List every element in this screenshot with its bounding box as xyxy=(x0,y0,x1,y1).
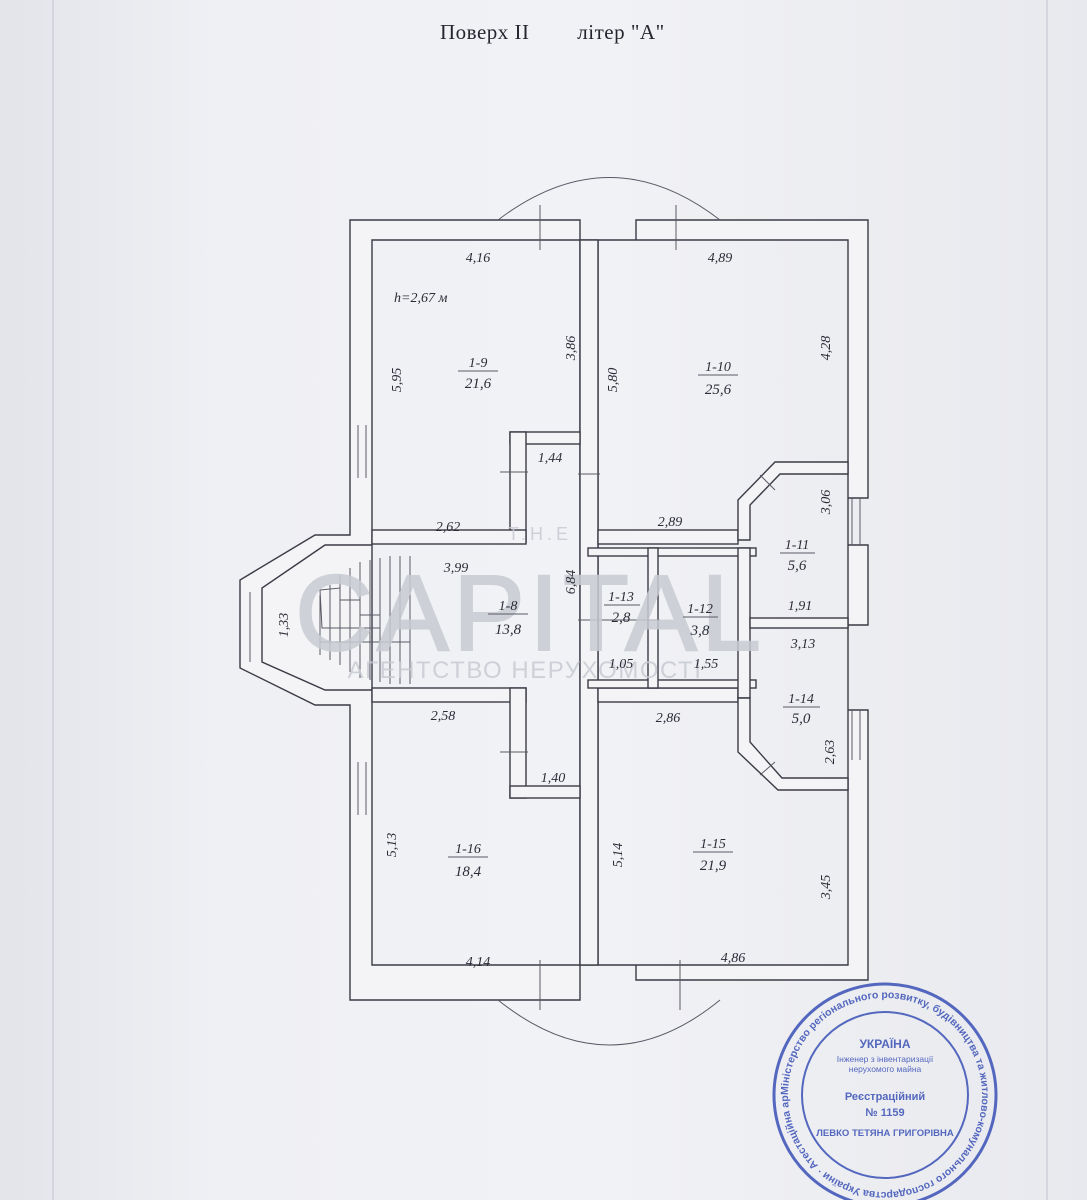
exterior-walls xyxy=(239,219,869,1001)
staircase xyxy=(249,544,411,691)
stair-steps xyxy=(319,556,411,684)
watermark: T.H.E CAPITAL АГЕНТСТВО НЕРУХОМОСТІ xyxy=(294,524,765,684)
room-id: 1-9 xyxy=(469,356,488,371)
wall-segment xyxy=(509,785,581,799)
room-id: 1-16 xyxy=(455,842,481,857)
dimension-label: 4,28 xyxy=(819,336,834,361)
wall-segment xyxy=(749,617,849,629)
room-id: 1-10 xyxy=(705,360,731,375)
room-id: 1-15 xyxy=(700,837,726,852)
room-area: 5,0 xyxy=(792,711,811,727)
room-area: 21,6 xyxy=(465,376,492,392)
dimension-label: 2,58 xyxy=(431,709,456,724)
dimension-label: 3,13 xyxy=(790,637,816,652)
dimension-label: 3,45 xyxy=(819,875,834,901)
dimension-label: 5,95 xyxy=(390,368,405,393)
dimension-label: 5,14 xyxy=(611,843,626,868)
dimension-label: 1,55 xyxy=(694,657,719,672)
wall-segment xyxy=(737,461,849,541)
dimension-label: 1,44 xyxy=(538,451,563,466)
dimension-label: 1,40 xyxy=(541,771,566,786)
watermark-top: T.H.E xyxy=(508,524,572,544)
stamp-country: УКРАЇНА xyxy=(859,1036,910,1051)
wall-segment xyxy=(509,687,527,799)
room-area: 25,6 xyxy=(705,382,732,398)
dimension-label: 1,33 xyxy=(277,613,292,638)
wall-segment xyxy=(371,529,527,545)
wall-segment xyxy=(597,529,739,545)
page-fold-left xyxy=(52,0,54,1200)
dimension-label: 5,13 xyxy=(385,833,400,858)
stamp-number: № 1159 xyxy=(865,1107,904,1119)
dimension-label: 4,16 xyxy=(466,251,491,266)
dimension-label: 1,05 xyxy=(609,657,634,672)
wall-segment xyxy=(597,687,739,703)
wall-segment xyxy=(587,679,757,689)
room-area: 18,4 xyxy=(455,864,482,880)
balcony-bottom xyxy=(497,999,721,1046)
dimension-label: 4,89 xyxy=(708,251,733,266)
stamp-outer-ring xyxy=(772,982,998,1200)
floor-label: Поверх II xyxy=(440,20,530,44)
watermark-subtitle: АГЕНТСТВО НЕРУХОМОСТІ xyxy=(348,657,703,684)
letter-label: літер "А" xyxy=(577,20,665,44)
room-area: 21,9 xyxy=(700,858,727,874)
room-id: 1-11 xyxy=(785,538,810,553)
stamp-reg: Реєстраційний xyxy=(845,1091,925,1103)
balcony-top xyxy=(497,177,721,221)
stamp-role: Інженер з інвентаризації нерухомого майн… xyxy=(836,1054,934,1074)
stamp-name: ЛЕВКО ТЕТЯНА ГРИГОРІВНА xyxy=(816,1128,954,1139)
room-id: 1-14 xyxy=(788,692,814,707)
page-title: Поверх II літер "А" xyxy=(440,20,665,45)
wall-segment xyxy=(737,697,849,791)
stamp-inner-ring xyxy=(801,1011,969,1179)
wall-segment xyxy=(647,547,659,689)
room-labels: 1-9 21,6 1-10 25,6 1-11 5,6 1-8 13,8 1-1… xyxy=(448,356,820,880)
dimension-label: 2,89 xyxy=(658,515,683,530)
page-fold-right xyxy=(1046,0,1048,1200)
wall-segment xyxy=(587,547,757,557)
dimension-label: 1,91 xyxy=(788,599,813,614)
room-id: 1-8 xyxy=(499,599,518,614)
dimension-label: 3,86 xyxy=(564,336,579,362)
dimension-label: 5,80 xyxy=(606,368,621,393)
dimension-label: 4,86 xyxy=(721,951,746,966)
dimension-label: 3,06 xyxy=(819,490,834,516)
room-area: 2,8 xyxy=(612,610,631,626)
dimension-label: 4,14 xyxy=(466,955,491,970)
ceiling-height: h=2,67 м xyxy=(394,291,447,306)
room-area: 5,6 xyxy=(788,558,807,574)
dimensions: 4,16 4,89 5,95 3,86 5,80 4,28 1,44 3,06 … xyxy=(277,251,838,970)
dimension-label: 6,84 xyxy=(564,570,579,595)
room-id: 1-12 xyxy=(687,602,713,617)
openings xyxy=(357,205,861,1010)
room-area: 3,8 xyxy=(690,623,710,639)
dimension-label: 2,63 xyxy=(823,740,838,765)
dimension-label: 2,86 xyxy=(656,711,681,726)
center-wall xyxy=(579,239,599,966)
stamp-role-box: Інженер з інвентаризації нерухомого майн… xyxy=(836,1054,934,1074)
bay-inner-wall xyxy=(261,544,372,691)
wall-segment xyxy=(371,687,527,703)
room-id: 1-13 xyxy=(608,590,634,605)
watermark-logo: CAPITAL xyxy=(295,552,765,673)
room-area: 13,8 xyxy=(495,622,522,638)
dimension-label: 2,62 xyxy=(436,520,461,535)
dimension-label: 3,99 xyxy=(443,561,469,576)
